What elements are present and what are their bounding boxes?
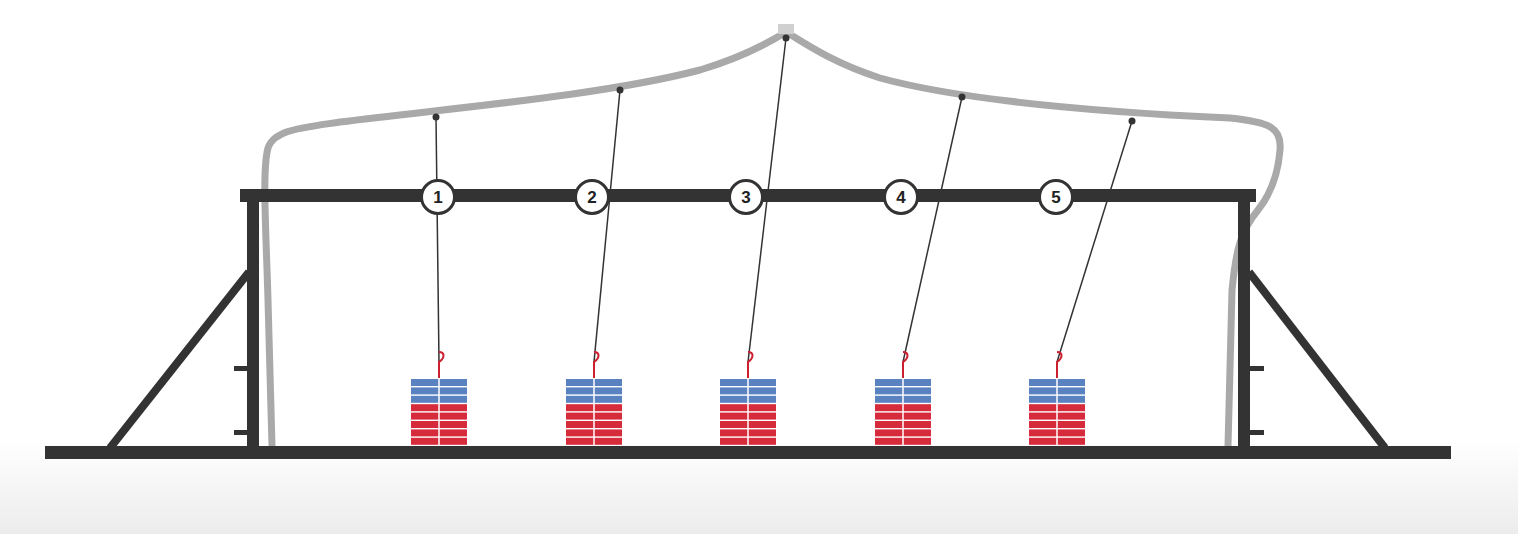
peak-cap	[778, 24, 794, 34]
anchor-dots	[433, 35, 1136, 125]
braces	[110, 272, 1385, 448]
callout-number: 5	[1051, 189, 1060, 206]
callout-number: 3	[741, 189, 750, 206]
floor-shade	[0, 440, 1518, 534]
callout-circle: 3	[728, 179, 764, 215]
callout-number: 4	[896, 189, 905, 206]
membrane	[265, 32, 1280, 446]
weight-stacks	[411, 352, 1085, 446]
callout-circle: 5	[1038, 179, 1074, 215]
callout-circle: 2	[574, 179, 610, 215]
callout-circle: 4	[883, 179, 919, 215]
callout-circle: 1	[420, 179, 456, 215]
callout-number: 1	[433, 189, 442, 206]
callout-number: 2	[587, 189, 596, 206]
frame	[45, 189, 1451, 459]
